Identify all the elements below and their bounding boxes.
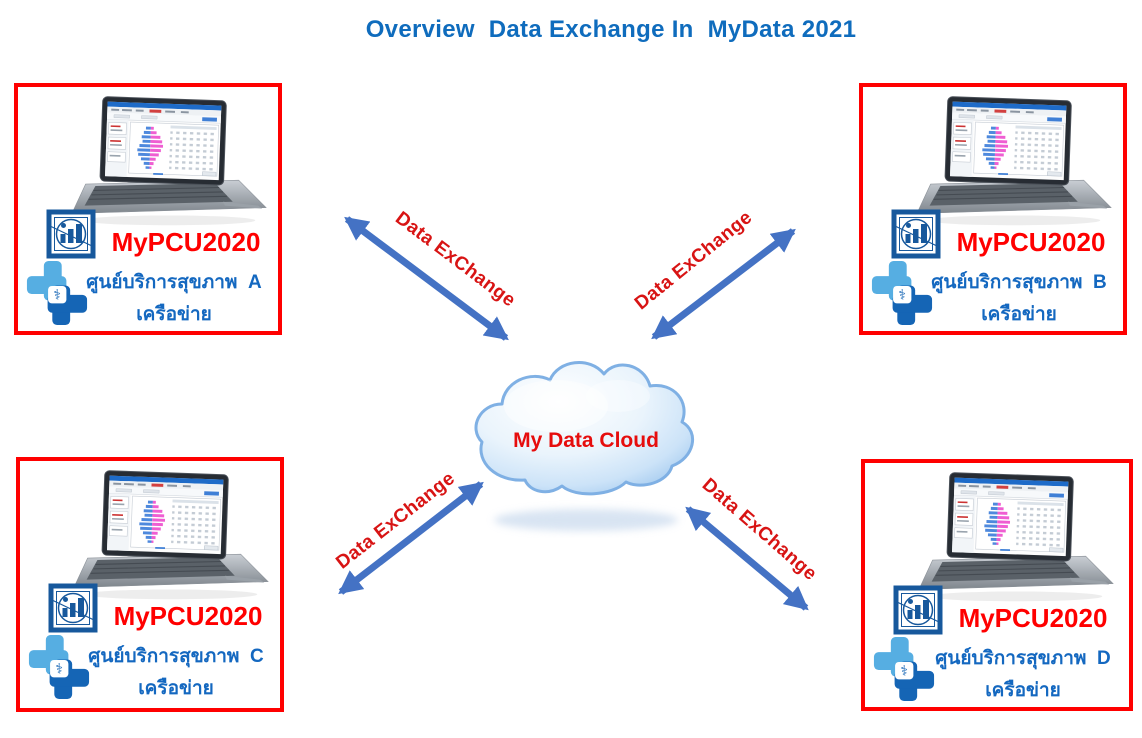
station-network-label: เครือข่าย <box>985 680 1061 701</box>
station-box-c: MyPCU2020 ศูนย์บริการสุขภาพ C เครือข่าย <box>16 457 284 712</box>
bar-chart-stats-logo-icon <box>46 209 96 259</box>
bar-chart-stats-logo-icon <box>48 583 98 633</box>
arrow-label-b: Data ExChange <box>630 206 757 315</box>
bar-chart-stats-logo-icon <box>891 209 941 259</box>
station-box-d: MyPCU2020 ศูนย์บริการสุขภาพ D เครือข่าย <box>861 459 1133 711</box>
station-network-label: เครือข่าย <box>136 304 212 325</box>
cloud-shape-icon <box>474 361 694 496</box>
arrow-label-d: Data ExChange <box>697 474 821 585</box>
data-cloud: My Data Cloud <box>474 361 694 531</box>
bar-chart-stats-logo-icon <box>893 585 943 635</box>
station-center-label: ศูนย์บริการสุขภาพ C <box>88 646 264 667</box>
station-box-b: MyPCU2020 ศูนย์บริการสุขภาพ B เครือข่าย <box>859 83 1127 335</box>
station-center-label: ศูนย์บริการสุขภาพ A <box>86 272 262 293</box>
cloud-shadow <box>494 509 678 531</box>
station-network-label: เครือข่าย <box>981 304 1057 325</box>
app-name: MyPCU2020 <box>958 603 1108 633</box>
station-network-label: เครือข่าย <box>138 678 214 699</box>
arrow-label-a: Data ExChange <box>391 207 520 312</box>
page-title: Overview Data Exchange In MyData 2021 <box>365 16 857 43</box>
app-name: MyPCU2020 <box>113 601 263 631</box>
arrow-label-c: Data ExChange <box>332 467 460 574</box>
station-box-a: MyPCU2020 ศูนย์บริการสุขภาพ A เครือข่าย <box>14 83 282 335</box>
laptop-image <box>911 95 1117 229</box>
app-name: MyPCU2020 <box>956 227 1106 257</box>
laptop-image <box>913 471 1119 605</box>
station-center-label: ศูนย์บริการสุขภาพ B <box>931 272 1107 293</box>
station-center-label: ศูนย์บริการสุขภาพ D <box>935 648 1111 669</box>
app-name: MyPCU2020 <box>111 227 261 257</box>
laptop-image <box>68 469 274 603</box>
cloud-label: My Data Cloud <box>513 429 659 452</box>
laptop-image <box>66 95 272 229</box>
